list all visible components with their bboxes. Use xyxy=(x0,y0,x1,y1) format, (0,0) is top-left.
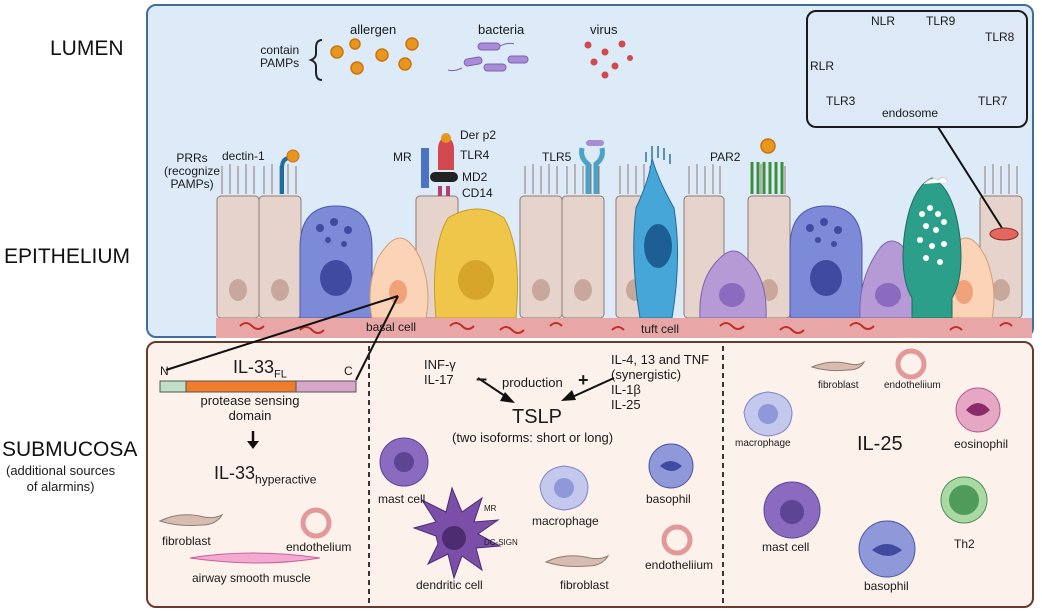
tslp-title: TSLP xyxy=(512,406,563,428)
il25-macrophage-label: macrophage xyxy=(735,438,791,449)
il25-title: IL-25 xyxy=(857,433,903,455)
il25-endothelium-label: endotheliium xyxy=(884,380,941,391)
mr-label: MR xyxy=(393,150,412,164)
production-label: production xyxy=(502,375,563,390)
prrs-label: PRRs (recognize PAMPs) xyxy=(164,151,221,191)
endosome-label: endosome xyxy=(882,106,939,120)
endothelium-icons xyxy=(300,348,927,556)
dendritic-cell-label: dendritic cell xyxy=(416,578,483,592)
tuft-cell-label: tuft cell xyxy=(641,322,680,336)
allergen-icons xyxy=(330,37,419,75)
par2-label: PAR2 xyxy=(710,150,741,164)
tslp-endothelium-label: endotheliium xyxy=(645,558,714,572)
eosinophil-label: eosinophil xyxy=(954,437,1009,451)
asm-label: airway smooth muscle xyxy=(192,571,311,585)
tslp-fibroblast-label: fibroblast xyxy=(560,578,609,592)
th2-icon xyxy=(940,476,988,524)
tlr9-label: TLR9 xyxy=(926,14,956,28)
mr-dc-label: MR xyxy=(484,504,497,513)
eosinophil-icon xyxy=(955,387,1001,433)
basal-cell-label: basal cell xyxy=(366,320,417,334)
endosome-inset xyxy=(806,10,1028,128)
plus-sign: + xyxy=(578,370,589,390)
tslp-macrophage-label: macrophage xyxy=(532,514,599,528)
submucosa-label: SUBMUCOSA xyxy=(2,438,138,461)
contain-pamps-label: contain PAMPs xyxy=(260,43,300,70)
il33-fibroblast-label: fibroblast xyxy=(162,534,211,548)
il25-basophil-label: basophil xyxy=(864,579,909,593)
dectin-label: dectin-1 xyxy=(222,149,265,163)
smooth-muscle-icon xyxy=(189,552,321,564)
tslp-mast-cell-label: mast cell xyxy=(378,492,426,506)
bacteria-label: bacteria xyxy=(478,22,525,37)
tlr8-label: TLR8 xyxy=(985,30,1015,44)
allergen-label: allergen xyxy=(350,22,397,37)
cd14-label: CD14 xyxy=(462,186,493,200)
dectin-1-receptor xyxy=(280,149,300,194)
tslp-inducers-label: IL-4, 13 and TNF (synergistic) IL-1β IL-… xyxy=(611,352,710,412)
il25-fibroblast-label: fibroblast xyxy=(818,380,859,391)
il33-hyperactive-label: IL-33hyperactive xyxy=(214,463,317,487)
tslp-inhibitors-label: INF-γ IL-17 xyxy=(424,357,456,387)
capillary-icons xyxy=(239,322,1013,334)
il33-endothelium-label: endothelium xyxy=(286,540,352,554)
il25-mast-cell-label: mast cell xyxy=(762,540,810,554)
virus-icons xyxy=(584,40,633,79)
rlr-label: RLR xyxy=(810,59,835,73)
basophil-icons xyxy=(648,443,916,578)
tlr4-label: TLR4 xyxy=(460,148,490,162)
md2-label: MD2 xyxy=(462,170,488,184)
il33-fl-title: IL-33FL xyxy=(233,357,287,381)
tlr5-label: TLR5 xyxy=(542,150,572,164)
virus-label: virus xyxy=(590,22,618,37)
brace-icon xyxy=(308,39,323,81)
minus-sign: – xyxy=(476,368,488,390)
bacteria-icons xyxy=(447,42,529,72)
mast-cell-icons xyxy=(379,437,821,539)
fibroblast-icons xyxy=(158,360,866,567)
tlr4-complex xyxy=(421,133,458,196)
submucosa-note: (additional sources of alarmins) xyxy=(6,463,116,494)
dcsign-label: DC-SIGN xyxy=(484,538,518,547)
epithelium-label: EPITHELIUM xyxy=(4,245,131,268)
macrophage-icons xyxy=(539,391,793,511)
epithelial-cells xyxy=(216,146,1023,319)
tlr5-receptor xyxy=(579,140,605,194)
nlr-label: NLR xyxy=(871,14,896,28)
par2-receptor xyxy=(750,138,784,194)
basement-membrane xyxy=(216,318,1032,338)
tlr3-label: TLR3 xyxy=(826,94,856,108)
il33-c-label: C xyxy=(344,364,353,378)
tslp-isoforms: (two isoforms: short or long) xyxy=(452,430,614,445)
dendritic-cell-icon xyxy=(412,486,502,580)
der-p2-label: Der p2 xyxy=(460,128,497,142)
tslp-basophil-label: basophil xyxy=(646,492,691,506)
lumen-label: LUMEN xyxy=(50,37,124,60)
tlr7-label: TLR7 xyxy=(978,94,1008,108)
protease-domain-label: protease sensing domain xyxy=(200,393,300,423)
th2-label: Th2 xyxy=(954,537,975,551)
il33-n-label: N xyxy=(160,364,169,378)
